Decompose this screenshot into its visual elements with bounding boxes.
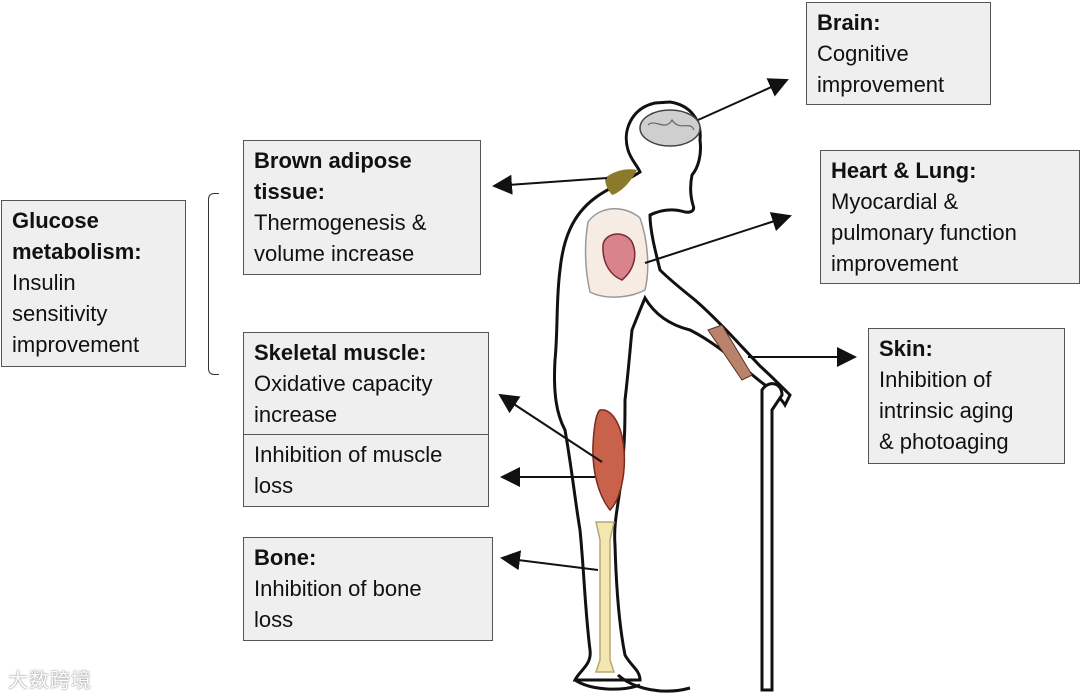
skin-title: Skin:: [879, 336, 933, 361]
glucose-box: Glucose metabolism: Insulin sensitivity …: [1, 200, 186, 367]
body-silhouette: [553, 100, 792, 682]
skin-line-1: Inhibition of: [879, 367, 992, 392]
brain-line-2: improvement: [817, 72, 945, 97]
skeletal-muscle-box: Skeletal muscle: Oxidative capacity incr…: [243, 332, 489, 436]
bone-icon: [594, 521, 616, 673]
brown-adipose-title-2: tissue:: [254, 179, 325, 204]
heart-icon: [602, 233, 636, 281]
bone-box: Bone: Inhibition of bone loss: [243, 537, 493, 641]
brain-box: Brain: Cognitive improvement: [806, 2, 991, 105]
glucose-line-2: sensitivity: [12, 301, 108, 326]
brown-adipose-line-1: Thermogenesis &: [254, 210, 427, 235]
skin-icon: [707, 324, 753, 381]
muscle-loss-line-1: Inhibition of muscle: [254, 442, 443, 467]
skin-line-3: & photoaging: [879, 429, 1009, 454]
arrow-heart-lung: [644, 212, 792, 264]
heart-lung-line-1: Myocardial &: [831, 189, 959, 214]
arrow-brain: [697, 78, 789, 121]
skeletal-muscle-line-2: increase: [254, 402, 338, 427]
bone-title: Bone:: [254, 545, 317, 570]
arrow-bone: [500, 550, 599, 571]
brain-line-1: Cognitive: [817, 41, 909, 66]
cane-icon: [760, 382, 784, 692]
brown-fat-icon: [605, 169, 637, 195]
skin-line-2: intrinsic aging: [879, 398, 1014, 423]
glucose-line-1: Insulin: [12, 270, 76, 295]
brown-adipose-box: Brown adipose tissue: Thermogenesis & vo…: [243, 140, 481, 275]
brain-title: Brain:: [817, 10, 881, 35]
skin-box: Skin: Inhibition of intrinsic aging & ph…: [868, 328, 1065, 464]
muscle-loss-line-2: loss: [254, 473, 294, 498]
glucose-title-2: metabolism:: [12, 239, 142, 264]
skeletal-muscle-title: Skeletal muscle:: [254, 340, 427, 365]
brain-icon: [639, 109, 701, 147]
glucose-line-3: improvement: [12, 332, 140, 357]
muscle-icon: [592, 409, 626, 512]
glucose-bracket: [208, 193, 219, 375]
bone-line-1: Inhibition of bone: [254, 576, 422, 601]
watermark-text: 大数跨境: [8, 668, 92, 692]
skeletal-muscle-line-1: Oxidative capacity: [254, 371, 433, 396]
glucose-title-1: Glucose: [12, 208, 99, 233]
heart-lung-title: Heart & Lung:: [831, 158, 977, 183]
arrow-skeletal-muscle: [498, 393, 603, 463]
arrow-brown-adipose: [492, 174, 608, 195]
heart-lung-line-2: pulmonary function: [831, 220, 1017, 245]
brown-adipose-title-1: Brown adipose: [254, 148, 412, 173]
heart-lung-box: Heart & Lung: Myocardial & pulmonary fun…: [820, 150, 1080, 284]
muscle-loss-box: Inhibition of muscle loss: [243, 434, 489, 507]
heart-lung-line-3: improvement: [831, 251, 959, 276]
brown-adipose-line-2: volume increase: [254, 241, 415, 266]
bone-line-2: loss: [254, 607, 294, 632]
